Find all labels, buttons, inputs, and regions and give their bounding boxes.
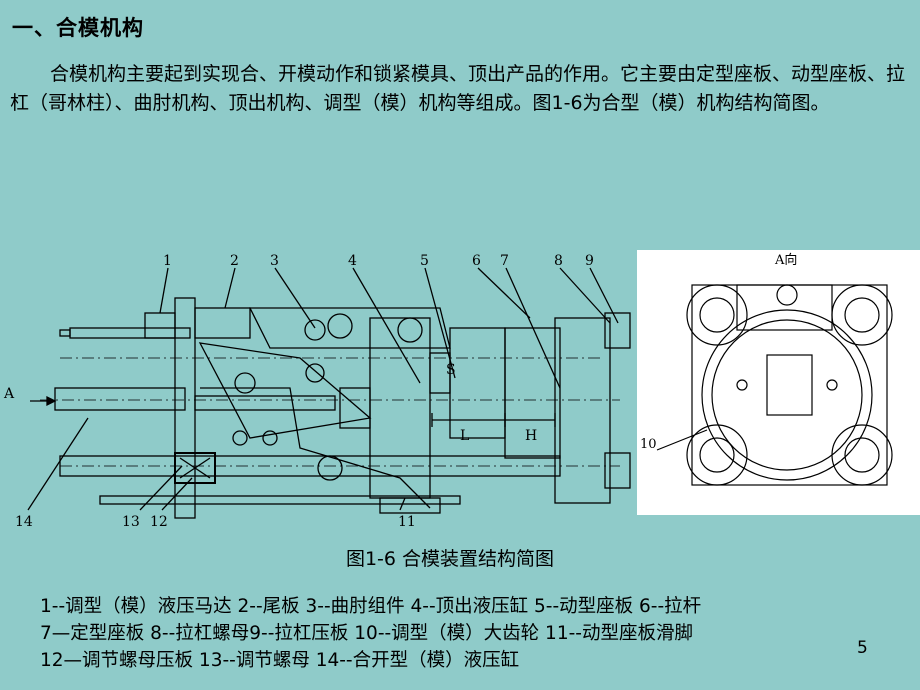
callout-1: 1 — [163, 253, 172, 269]
callout-14: 14 — [15, 514, 33, 530]
figure-caption-text: 图1-6 合模装置结构简图 — [345, 548, 555, 570]
callout-7: 7 — [500, 253, 509, 269]
dimension-S: S — [446, 362, 456, 378]
arrow-label-A: A — [3, 386, 15, 402]
callout-12: 12 — [150, 514, 168, 530]
view-a-drawing: A向 10 — [637, 250, 920, 515]
dimension-H: H — [525, 428, 537, 444]
section-title: 一、合模机构 — [12, 16, 144, 40]
callout-10: 10 — [640, 437, 657, 452]
callout-6: 6 — [472, 253, 481, 269]
callout-8: 8 — [554, 253, 563, 269]
callout-2: 2 — [230, 253, 239, 269]
dimension-L: L — [460, 428, 469, 444]
intro-paragraph: 合模机构主要起到实现合、开模动作和锁紧模具、顶出产品的作用。它主要由定型座板、动… — [10, 63, 906, 114]
callout-13: 13 — [122, 514, 140, 530]
page-number: 5 — [857, 638, 868, 658]
legend-line: 12—调节螺母压板 13--调节螺母 14--合开型（模）液压缸 — [40, 650, 520, 671]
callout-11: 11 — [398, 514, 416, 530]
callout-4: 4 — [348, 253, 357, 269]
parts-legend: 1--调型（模）液压马达 2--尾板 3--曲肘组件 4--顶出液压缸 5--动… — [40, 593, 701, 674]
legend-line: 7—定型座板 8--拉杠螺母9--拉杠压板 10--调型（模）大齿轮 11--动… — [40, 623, 693, 644]
callout-3: 3 — [270, 253, 279, 269]
clamping-mechanism-drawing: 1 2 3 4 5 6 7 8 9 14 13 12 11 L H S A — [3, 253, 631, 530]
callout-5: 5 — [420, 253, 429, 269]
legend-line: 1--调型（模）液压马达 2--尾板 3--曲肘组件 4--顶出液压缸 5--动… — [40, 596, 702, 617]
figure-caption: 图1-6 合模装置结构简图 — [0, 544, 920, 571]
callout-9: 9 — [585, 253, 594, 269]
view-label: A向 — [774, 252, 797, 268]
